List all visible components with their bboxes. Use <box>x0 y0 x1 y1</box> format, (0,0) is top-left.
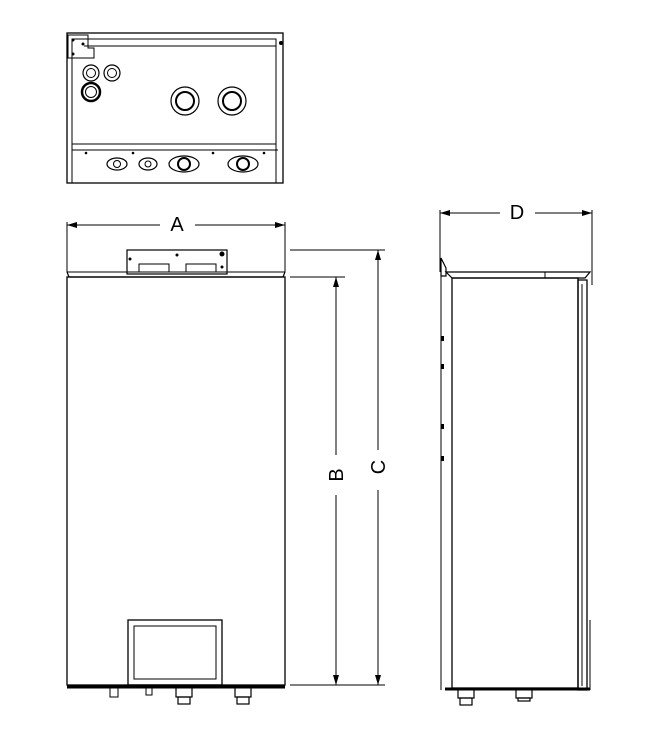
front-view: A <box>66 214 390 705</box>
front-display-window <box>127 619 223 686</box>
top-large-outlets <box>170 86 247 116</box>
dimension-d-label: D <box>510 202 524 224</box>
top-left-fittings <box>80 64 121 103</box>
side-view: D <box>439 202 593 706</box>
side-bottom-connections <box>457 688 533 706</box>
dimension-b-label: B <box>326 468 348 481</box>
top-view-outline <box>66 32 284 184</box>
side-wall-clips <box>441 336 444 461</box>
dimension-a-label: A <box>170 214 184 236</box>
bracket-plate <box>67 34 95 59</box>
front-body <box>66 276 286 686</box>
front-bottom-connections <box>109 686 252 705</box>
top-view <box>66 32 284 184</box>
top-strip-connections <box>106 155 259 173</box>
dimension-c-label: C <box>368 460 390 474</box>
top-view-inner-box <box>71 38 277 145</box>
side-body <box>451 277 579 689</box>
mounting-bracket <box>126 249 228 275</box>
